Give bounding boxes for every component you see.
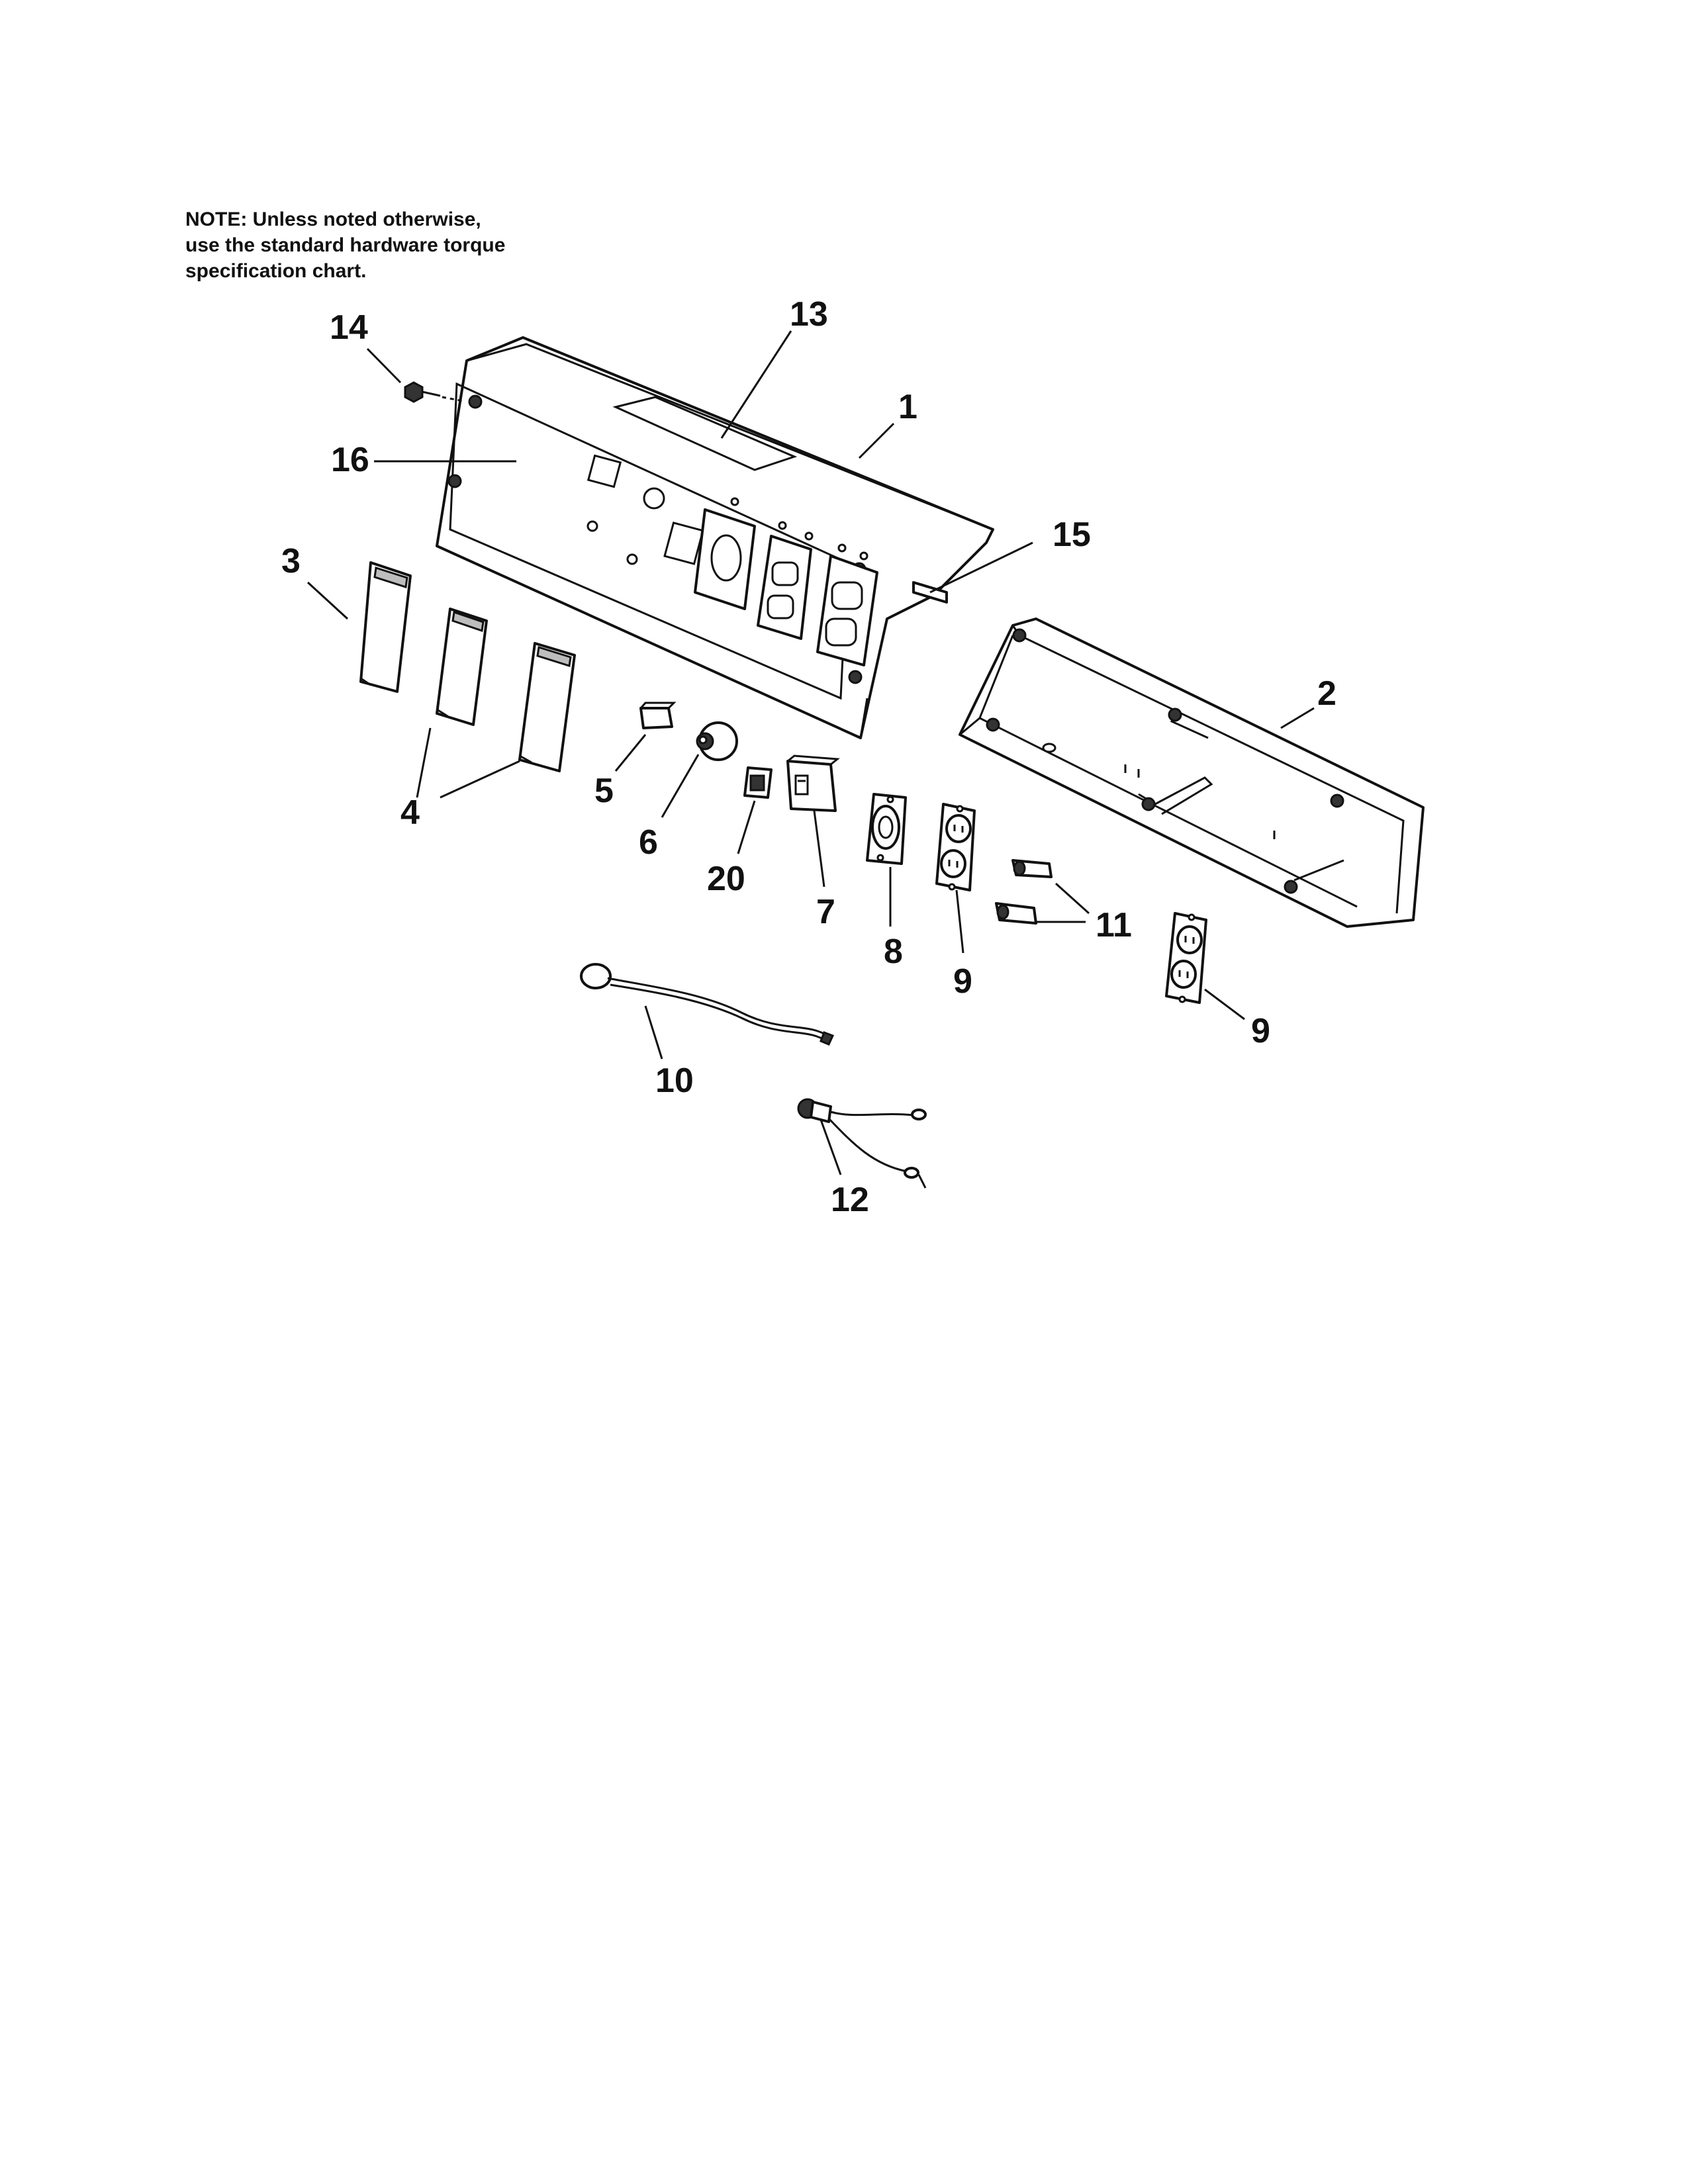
callout-15: 15	[1053, 516, 1091, 554]
label-area-part-13	[612, 396, 798, 471]
callout-labels: 14 13 1 16 15 3 2 5 4 6 20 7 8 11 9 9 10…	[281, 295, 1336, 1219]
callout-10: 10	[655, 1062, 694, 1100]
note-text: NOTE: Unless noted otherwise, use the st…	[185, 206, 505, 284]
connector-part-12	[797, 1098, 927, 1189]
note-line-1: NOTE: Unless noted otherwise,	[185, 208, 481, 230]
cover-part-3	[359, 561, 412, 693]
cover-part-4a	[436, 608, 488, 726]
receptacle-part-9b	[1165, 912, 1207, 1004]
callout-13: 13	[790, 295, 828, 334]
callout-9b: 9	[1251, 1012, 1270, 1050]
block-part-11b	[995, 902, 1037, 925]
callout-12: 12	[831, 1181, 869, 1219]
callout-8: 8	[884, 933, 903, 971]
breaker-part-7	[786, 754, 840, 812]
callout-9a: 9	[953, 962, 972, 1001]
leader-lines	[306, 330, 1315, 1175]
switch-part-5	[639, 702, 677, 729]
callout-3: 3	[281, 542, 301, 580]
frame-box-part-2	[959, 617, 1425, 928]
receptacle-part-9a	[935, 803, 976, 891]
callout-6: 6	[639, 823, 658, 862]
note-line-2: use the standard hardware torque	[185, 234, 506, 256]
callout-7: 7	[816, 893, 835, 931]
lamp-wire-part-10	[580, 963, 835, 1046]
callout-11: 11	[1096, 906, 1132, 944]
switch-part-20	[743, 766, 773, 799]
callout-5: 5	[594, 772, 614, 810]
callout-1: 1	[898, 388, 917, 426]
receptacle-part-8	[866, 793, 907, 865]
block-part-11a	[1011, 859, 1053, 878]
callout-4: 4	[400, 794, 420, 832]
panel-cutouts	[586, 454, 878, 666]
callout-14: 14	[330, 308, 368, 347]
callout-20: 20	[707, 860, 745, 898]
note-line-3: specification chart.	[185, 260, 367, 282]
cover-part-4b	[518, 642, 576, 772]
screw-part-14	[404, 381, 464, 403]
callout-16: 16	[331, 441, 369, 479]
callout-2: 2	[1317, 674, 1336, 713]
knob-part-6	[696, 721, 738, 761]
